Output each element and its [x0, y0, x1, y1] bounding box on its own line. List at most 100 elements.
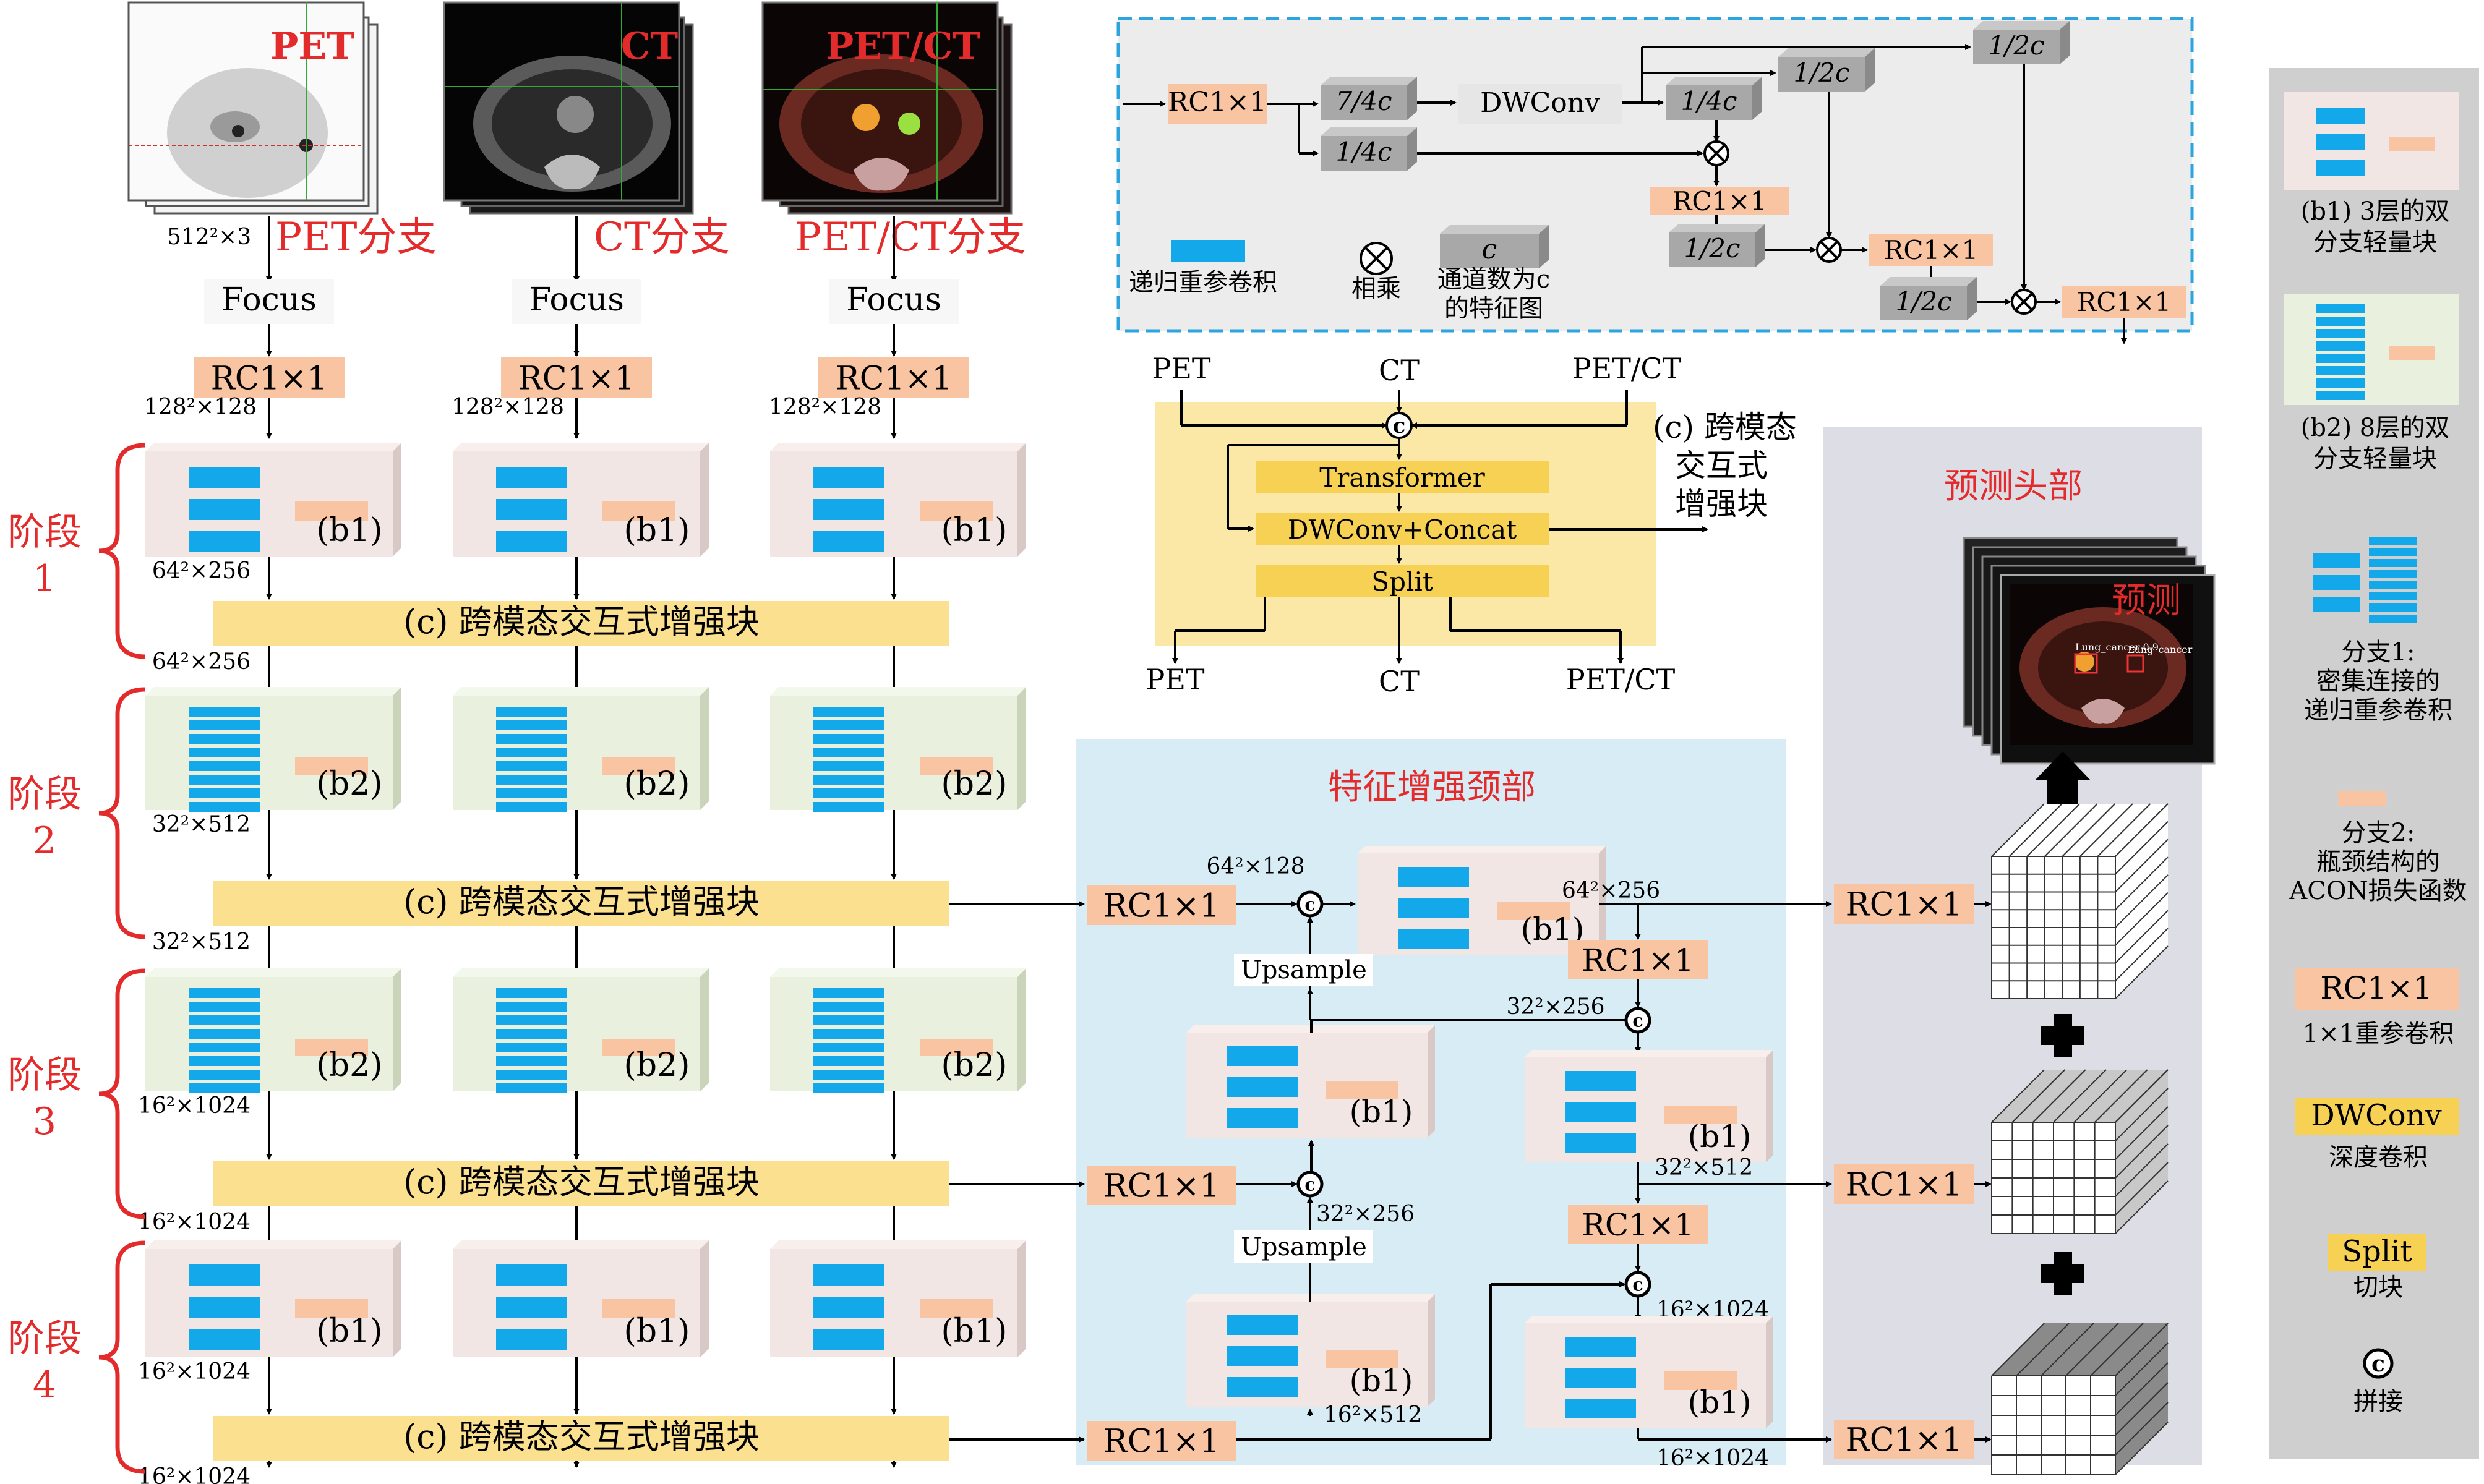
neck-rc-4-label: RC1×1 — [1582, 1207, 1694, 1243]
cmeb-in-pet: PET — [1152, 352, 1211, 385]
detail-rc3 — [1869, 234, 1993, 266]
b1-conv-layer — [813, 531, 884, 552]
cmeb-title-2: 交互式 — [1675, 448, 1768, 484]
b2-label: (b2) — [624, 1047, 690, 1084]
ct-image-label: CT — [621, 25, 679, 68]
head-rc-1-label: RC1×1 — [1846, 887, 1963, 924]
b1-conv-layer — [1565, 1102, 1636, 1122]
svg-text:RC1×1: RC1×1 — [1672, 186, 1767, 216]
stage-name: 阶段 — [7, 511, 82, 554]
cmeb-title-3: 增强块 — [1675, 486, 1768, 522]
b1-label: (b1) — [624, 1313, 690, 1350]
b1-label: (b1) — [317, 1313, 383, 1350]
b1-conv-layer — [496, 1264, 567, 1286]
legend-b2-line1: (b2) 8层的双 — [2301, 414, 2449, 442]
grid-line — [2115, 1422, 2169, 1475]
svg-text:RC1×1: RC1×1 — [2077, 287, 2171, 317]
stage-dim-in: 32²×512 — [152, 812, 251, 837]
panel-side-face — [700, 1240, 709, 1357]
svg-text:RC1×1: RC1×1 — [1884, 235, 1978, 265]
panel-top-face — [770, 443, 1026, 451]
grid-line — [2115, 821, 2169, 875]
stage-dim-out: 16²×1024 — [138, 1464, 251, 1484]
b2-conv-layer — [189, 802, 260, 812]
b1-conv-layer — [1227, 1046, 1298, 1066]
b1-conv-layer — [496, 1329, 567, 1350]
b2-conv-layer — [189, 761, 260, 771]
panel-side-face — [1599, 846, 1606, 955]
svg-text:c: c — [1482, 234, 1497, 265]
grid-line — [2090, 1323, 2144, 1376]
panel-top-face — [145, 968, 401, 977]
neck-dim-32-256b: 32²×256 — [1316, 1201, 1415, 1227]
focus-label: Focus — [846, 281, 941, 318]
b1-conv-layer — [813, 1329, 884, 1350]
stage-dim-out: 16²×1024 — [138, 1209, 251, 1235]
cmeb-bar-label-4: (c) 跨模态交互式增强块 — [403, 1417, 760, 1456]
grid-line — [2097, 803, 2151, 857]
neck-block-5: (b1) — [1525, 1316, 1773, 1428]
grid-line — [2016, 1323, 2070, 1376]
grid-line — [2115, 1069, 2169, 1123]
detail-c12top-block: 1/2c — [1973, 21, 2070, 64]
panel-side-face — [700, 443, 709, 556]
acon-branch — [1326, 1081, 1398, 1099]
detail-legend-ch1: 通道数为c — [1437, 265, 1550, 294]
b1-conv-layer — [813, 1297, 884, 1318]
grid-line — [2115, 1382, 2169, 1436]
b2-label: (b2) — [941, 765, 1008, 803]
prediction-image-stack — [1963, 537, 2216, 765]
head-rc-2-label: RC1×1 — [1846, 1167, 1963, 1204]
concat-letter: c — [1304, 1174, 1315, 1195]
b1-label: (b1) — [941, 1313, 1008, 1350]
legend-b1-line1: (b1) 3层的双 — [2301, 197, 2449, 226]
grid-line — [2115, 1402, 2169, 1456]
cmeb-bar-3 — [213, 1161, 949, 1206]
b2-conv-layer — [496, 748, 567, 757]
pet-image-stack — [127, 1, 379, 215]
b2-label: (b2) — [624, 765, 690, 803]
detail-c14b-block: 1/4c — [1321, 127, 1417, 171]
b2-conv-layer — [813, 802, 884, 812]
b2-conv-layer — [496, 802, 567, 812]
cmeb-bar-4 — [213, 1416, 949, 1461]
legend-branch2-line3: ACON损失函数 — [2289, 877, 2467, 905]
b2-conv-layer — [496, 775, 567, 785]
b2-conv-layer — [496, 720, 567, 730]
detail-legend-multiply-icon — [1360, 242, 1393, 275]
pred-label: 预测 — [2112, 581, 2181, 621]
b1-conv-layer — [1565, 1368, 1636, 1388]
b1-conv-layer — [1398, 867, 1469, 887]
b2-conv-layer — [189, 1070, 260, 1080]
grid-line — [1991, 1323, 2045, 1376]
detail-multiply-2 — [1816, 237, 1842, 263]
stage-name: 阶段 — [7, 1317, 82, 1360]
neck-rc-4 — [1568, 1205, 1708, 1244]
grid-line — [2115, 803, 2169, 857]
cmeb-in-petct: PET/CT — [1572, 352, 1682, 385]
b2-conv-layer — [813, 761, 884, 771]
grid-line — [2115, 945, 2169, 999]
stage-bracket — [98, 1240, 146, 1474]
svg-text:1/2c: 1/2c — [1684, 233, 1740, 263]
stage-dim-out: 32²×512 — [152, 929, 251, 955]
b1-conv-layer — [496, 1297, 567, 1318]
grid-line — [2115, 1362, 2169, 1416]
detail-legend-c-block: c — [1440, 225, 1549, 268]
b1-conv-layer — [496, 499, 567, 520]
stage-bracket — [98, 687, 146, 939]
acon-branch — [602, 501, 675, 521]
neck-dim-32-512: 32²×512 — [1655, 1155, 1753, 1180]
stage-num: 4 — [33, 1363, 56, 1407]
legend-branch1-line1: 分支1: — [2342, 638, 2415, 667]
b2-label: (b2) — [317, 1047, 383, 1084]
neck-dim-16-512: 16²×512 — [1324, 1402, 1422, 1428]
stage-dim-in: 64²×256 — [152, 558, 251, 584]
panel-side-face — [1428, 1294, 1435, 1407]
b1-conv-layer — [1227, 1315, 1298, 1335]
petct-image-label: PET/CT — [826, 25, 980, 68]
b1-label: (b1) — [1688, 1384, 1752, 1420]
panel-top-face — [770, 1240, 1026, 1249]
legend-split-swatch — [2328, 1234, 2426, 1271]
